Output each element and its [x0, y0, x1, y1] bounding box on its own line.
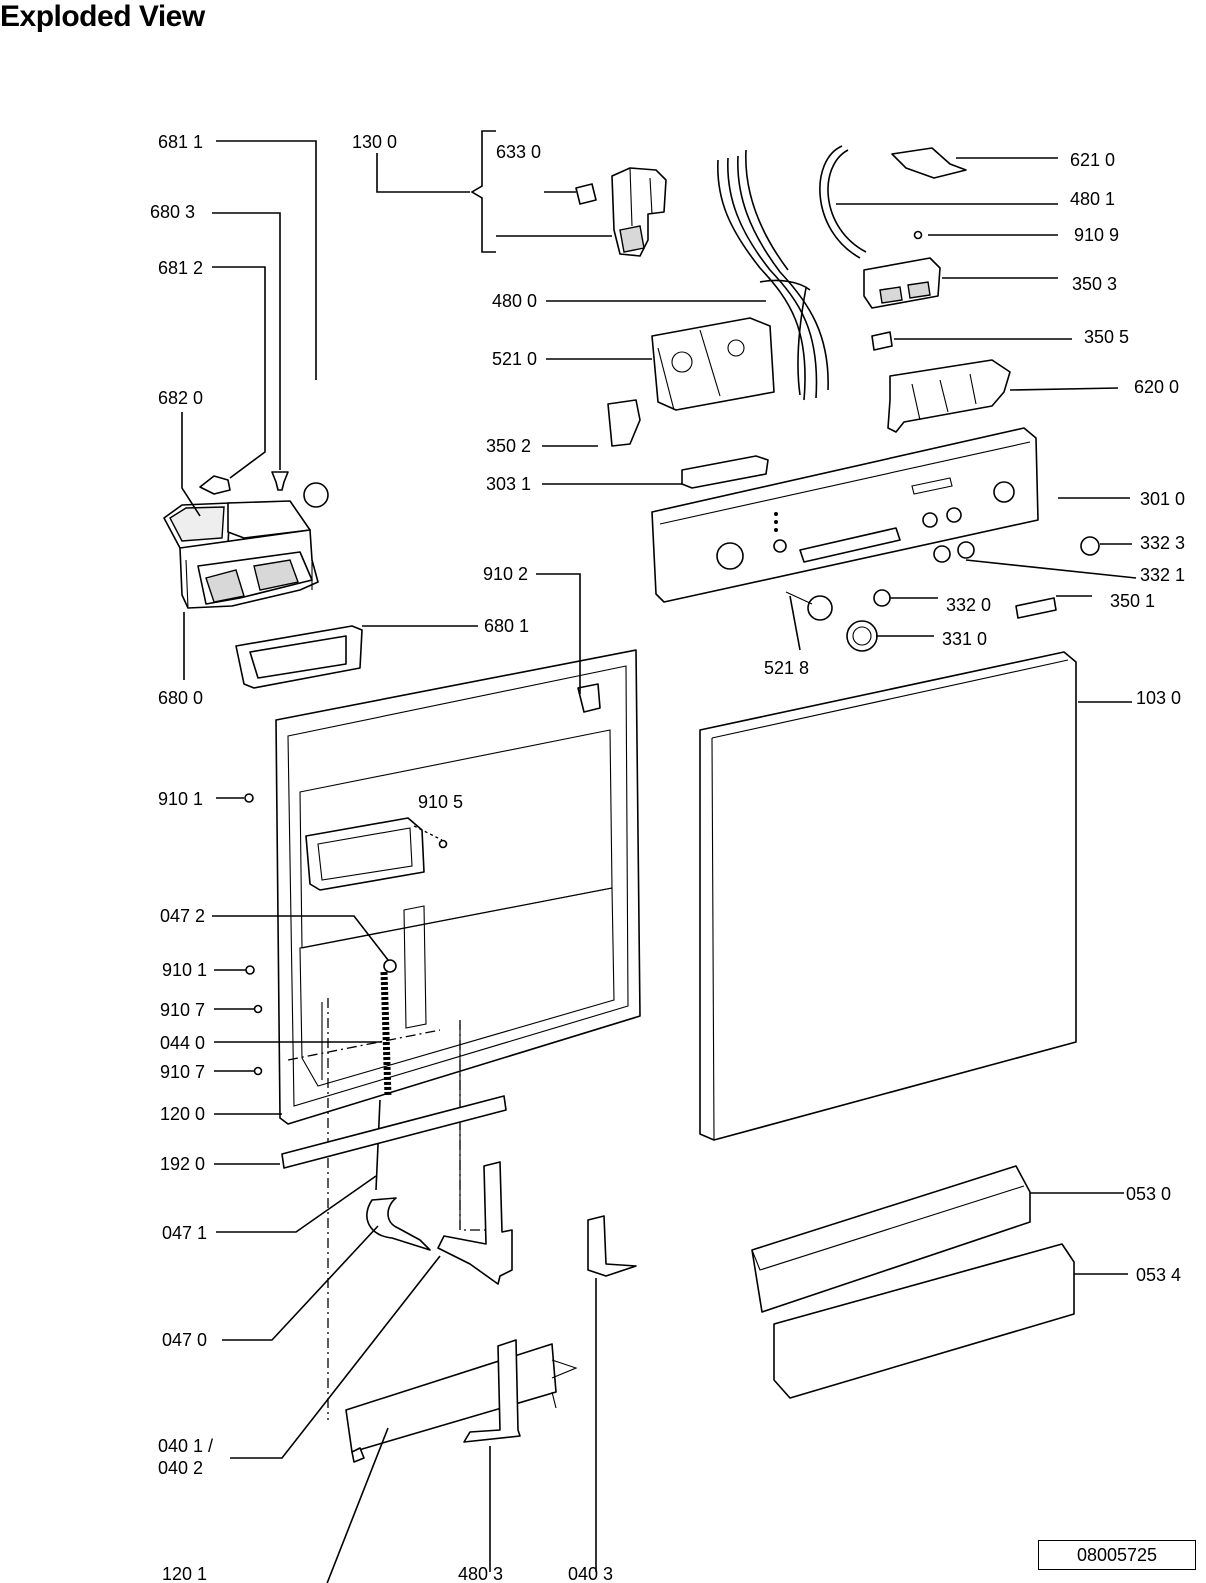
part-labels: 681 1 130 0 633 0 621 0 480 1 680 3 910 …: [150, 132, 1185, 1583]
part-303-1: [681, 455, 769, 489]
label-130-0: 130 0: [352, 132, 397, 152]
part-910-5: [438, 839, 448, 849]
part-350-1: [1015, 597, 1057, 619]
label-047-0: 047 0: [162, 1330, 207, 1350]
part-680-0-dispenser: [163, 500, 319, 609]
label-350-5: 350 5: [1084, 327, 1129, 347]
part-053-4-plinth: [773, 1243, 1075, 1399]
label-040-3: 040 3: [568, 1564, 613, 1583]
label-103-0: 103 0: [1136, 688, 1181, 708]
part-350-2: [607, 399, 641, 447]
part-350-3-connector: [863, 257, 941, 309]
part-040-3-bracket: [587, 1215, 637, 1277]
part-053-0-kick-plate: [751, 1165, 1031, 1313]
label-681-1: 681 1: [158, 132, 203, 152]
label-621-0: 621 0: [1070, 150, 1115, 170]
label-480-1: 480 1: [1070, 189, 1115, 209]
part-621-0: [891, 147, 967, 179]
label-332-1: 332 1: [1140, 565, 1185, 585]
label-301-0: 301 0: [1140, 489, 1185, 509]
part-681-1: [303, 482, 329, 508]
label-350-2: 350 2: [486, 436, 531, 456]
part-680-1-gasket: [235, 625, 363, 689]
label-910-1-bottom: 910 1: [162, 960, 207, 980]
part-103-0-outer-door: [699, 651, 1077, 1141]
part-350-5: [871, 331, 893, 351]
label-047-2: 047 2: [160, 906, 205, 926]
part-910-9: [913, 230, 923, 240]
label-192-0: 192 0: [160, 1154, 205, 1174]
label-040-2: 040 2: [158, 1458, 203, 1478]
part-910-7a: [253, 1004, 263, 1014]
label-521-0: 521 0: [492, 349, 537, 369]
part-332-1a: [933, 545, 951, 563]
page-title: Exploded View: [0, 0, 205, 33]
part-040-1-hinge-bracket: [437, 1161, 513, 1285]
leader-lines: [181, 130, 1137, 1583]
label-040-1: 040 1 /: [158, 1436, 213, 1456]
label-910-2: 910 2: [483, 564, 528, 584]
part-047-2: [383, 959, 397, 973]
part-910-7b: [253, 1066, 263, 1076]
label-053-4: 053 4: [1136, 1265, 1181, 1285]
part-633-0: [575, 183, 597, 205]
part-480-0-wiring-harness: [717, 149, 829, 401]
part-521-8: [785, 591, 833, 621]
label-910-9: 910 9: [1074, 225, 1119, 245]
label-680-1: 680 1: [484, 616, 529, 636]
part-332-3: [1080, 536, 1100, 556]
part-332-0: [873, 589, 891, 607]
part-301-0-control-panel: [651, 427, 1039, 603]
part-480-1-wire: [819, 145, 867, 259]
label-910-7-bottom: 910 7: [160, 1062, 205, 1082]
label-620-0: 620 0: [1134, 377, 1179, 397]
part-047-1-cable: [375, 1099, 381, 1191]
label-332-3: 332 3: [1140, 533, 1185, 553]
part-120-1-lower-panel: [345, 1343, 578, 1463]
part-120-0-inner-door: [275, 649, 641, 1230]
label-120-0: 120 0: [160, 1104, 205, 1124]
part-192-0-strip: [281, 1095, 507, 1169]
label-480-0: 480 0: [492, 291, 537, 311]
label-480-3: 480 3: [458, 1564, 503, 1583]
label-120-1: 120 1: [162, 1564, 207, 1583]
part-332-1b: [957, 541, 975, 559]
label-332-0: 332 0: [946, 595, 991, 615]
part-331-0-knob: [846, 620, 878, 652]
label-633-0: 633 0: [496, 142, 541, 162]
part-044-0-spring: [380, 971, 392, 1097]
part-480-3-bracket: [463, 1339, 521, 1443]
label-350-3: 350 3: [1072, 274, 1117, 294]
part-680-3: [271, 471, 289, 491]
label-680-0: 680 0: [158, 688, 203, 708]
label-680-3: 680 3: [150, 202, 195, 222]
label-047-1: 047 1: [162, 1223, 207, 1243]
label-053-0: 053 0: [1126, 1184, 1171, 1204]
drawing-number-box: 08005725: [1038, 1540, 1196, 1570]
label-350-1: 350 1: [1110, 591, 1155, 611]
label-044-0: 044 0: [160, 1033, 205, 1053]
label-681-2: 681 2: [158, 258, 203, 278]
part-047-0-hinge-arm: [366, 1197, 431, 1251]
part-130-0-door-lock: [611, 167, 667, 257]
part-681-2: [199, 475, 231, 495]
label-331-0: 331 0: [942, 629, 987, 649]
label-521-8: 521 8: [764, 658, 809, 678]
part-910-1b: [245, 965, 255, 975]
part-910-1a: [244, 793, 254, 803]
part-620-0-bracket: [887, 359, 1011, 433]
part-521-0-control-module: [651, 317, 775, 411]
label-910-7-top: 910 7: [160, 1000, 205, 1020]
label-303-1: 303 1: [486, 474, 531, 494]
label-910-1-top: 910 1: [158, 789, 203, 809]
label-682-0: 682 0: [158, 388, 203, 408]
label-910-5: 910 5: [418, 792, 463, 812]
drawing-number: 08005725: [1076, 1544, 1158, 1565]
